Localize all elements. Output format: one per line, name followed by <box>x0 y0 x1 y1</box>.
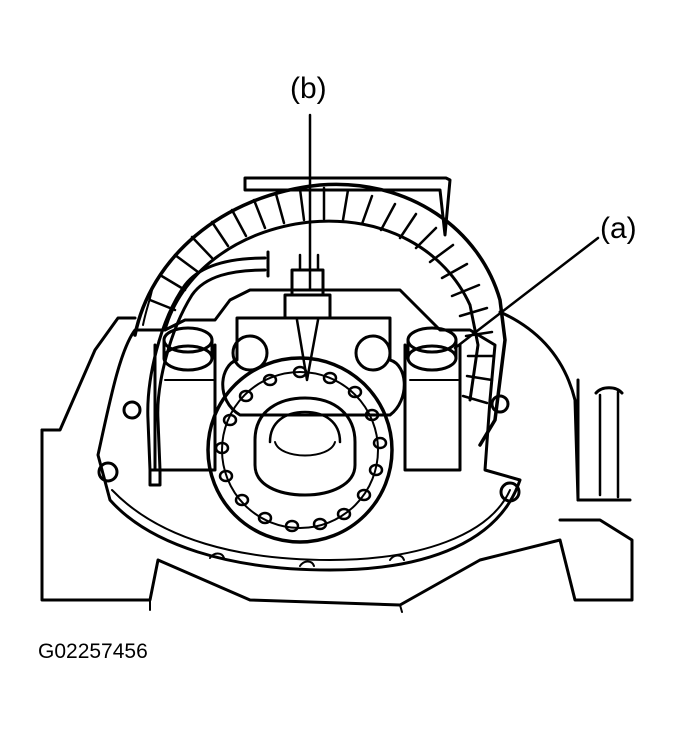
differential-case <box>206 356 394 544</box>
carrier-top-block <box>243 176 452 237</box>
figure-id: G02257456 <box>38 640 148 663</box>
bearing-cap-right <box>403 326 462 472</box>
callout-a: (a) <box>600 212 637 245</box>
leader-line-a <box>453 236 600 350</box>
bearing-cap-left <box>153 326 217 472</box>
carrier-housing <box>40 310 634 613</box>
ring-gear <box>133 182 507 447</box>
callout-b: (b) <box>290 72 327 105</box>
leader-lines <box>308 113 600 350</box>
flange-plate <box>96 288 522 572</box>
oil-pipe <box>146 250 270 487</box>
pinion-block <box>221 253 406 417</box>
